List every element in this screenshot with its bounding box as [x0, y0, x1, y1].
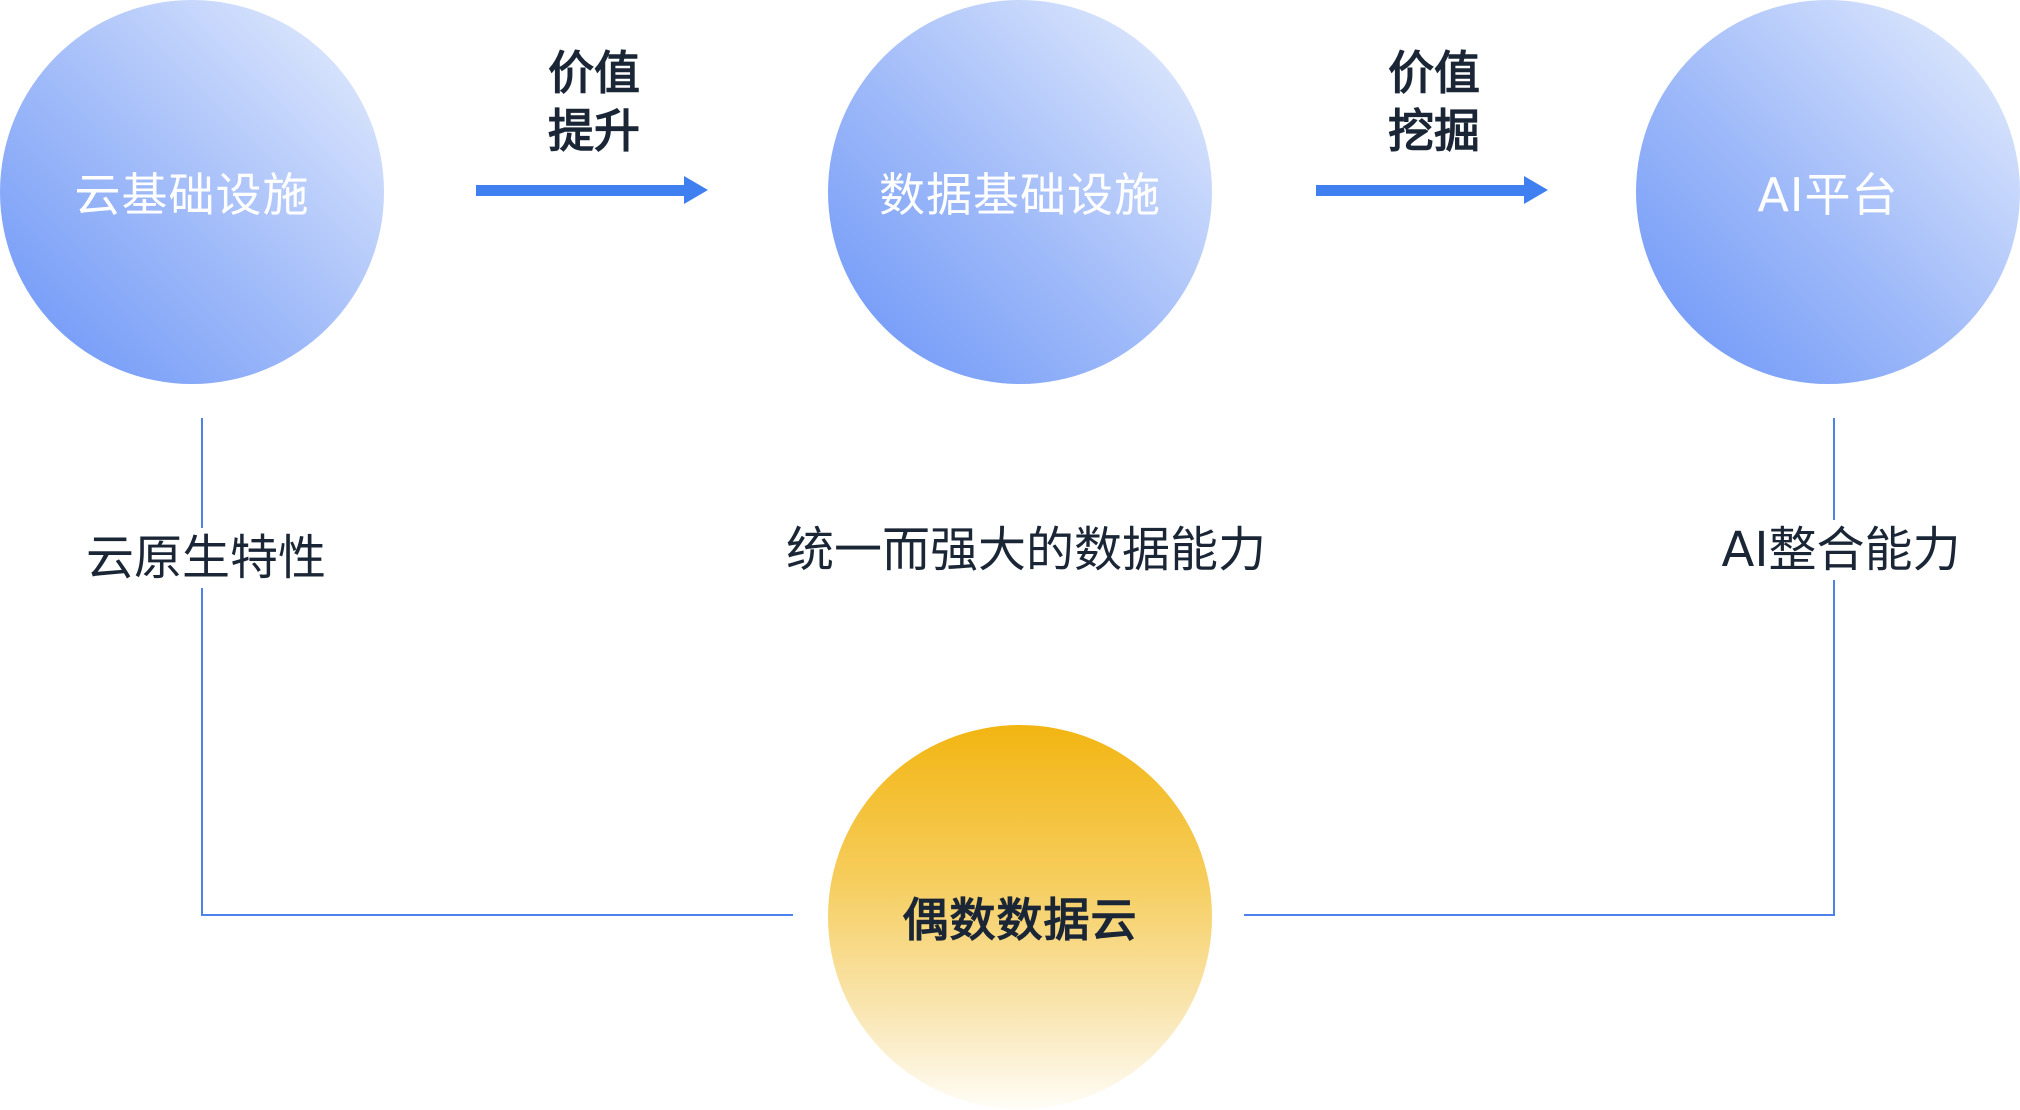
arrow-value-mining-line1: 价值 — [1388, 46, 1480, 100]
connector-right-horizontal — [1244, 914, 1835, 916]
connector-left-horizontal — [201, 914, 793, 916]
arrow-right-icon — [1316, 176, 1548, 204]
arrow-value-boost-line2: 提升 — [548, 104, 640, 158]
arrow-value-mining-line2: 挖掘 — [1388, 104, 1480, 158]
feature-unified-data: 统一而强大的数据能力 — [760, 520, 1292, 580]
arrow-value-mining-caption: 价值 挖掘 — [1324, 44, 1544, 160]
arrow-right-icon — [476, 176, 708, 204]
arrow-value-boost-caption: 价值 提升 — [484, 44, 704, 160]
connector-left-vertical — [201, 418, 203, 916]
node-data-infrastructure: 数据基础设施 — [828, 0, 1212, 384]
node-ai-platform-label: AI平台 — [1757, 168, 1899, 222]
feature-ai-integration: AI整合能力 — [1700, 520, 1982, 580]
node-ai-platform: AI平台 — [1636, 0, 2020, 384]
feature-cloud-native: 云原生特性 — [50, 528, 362, 588]
arrow-value-boost-line1: 价值 — [548, 46, 640, 100]
node-ouchu-data-cloud-label: 偶数数据云 — [902, 893, 1138, 947]
node-cloud-infrastructure-label: 云基础设施 — [74, 168, 310, 222]
node-cloud-infrastructure: 云基础设施 — [0, 0, 384, 384]
node-data-infrastructure-label: 数据基础设施 — [879, 168, 1161, 222]
node-ouchu-data-cloud: 偶数数据云 — [828, 725, 1212, 1109]
connector-right-vertical — [1833, 418, 1835, 916]
